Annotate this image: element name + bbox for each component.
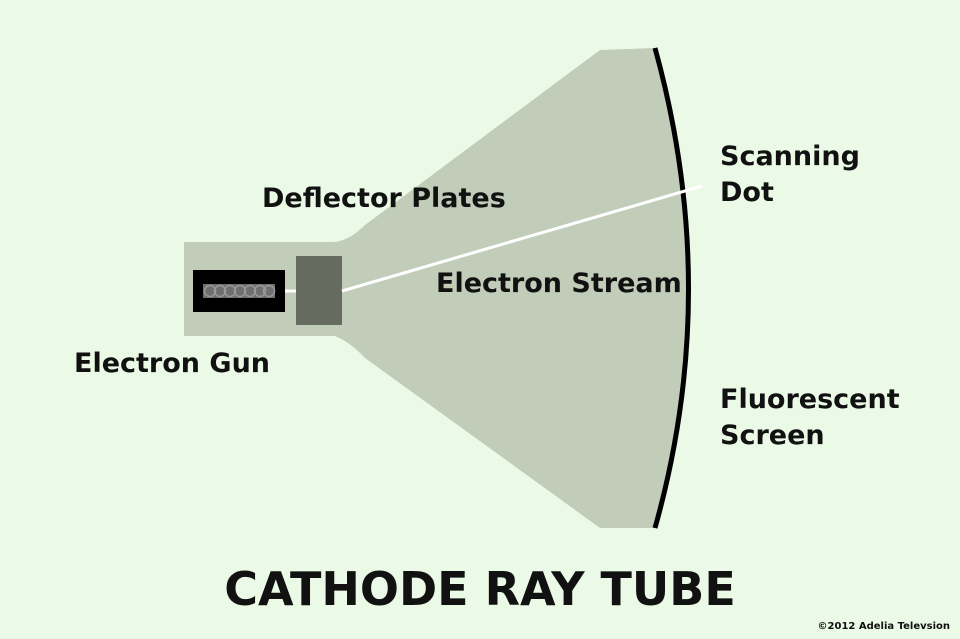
electron-stream (341, 184, 703, 293)
label-scanning-dot: Scanning Dot (720, 139, 860, 211)
coil-loops (203, 284, 276, 298)
electron-gun-coil (203, 284, 275, 298)
label-scanning-dot-line2: Dot (720, 177, 774, 208)
label-fluorescent-line2: Screen (720, 420, 825, 451)
deflector-plates (296, 256, 342, 325)
diagram-title: CATHODE RAY TUBE (224, 562, 736, 616)
label-fluorescent-screen: Fluorescent Screen (720, 382, 900, 454)
fluorescent-screen (652, 47, 691, 529)
label-scanning-dot-line1: Scanning (720, 141, 860, 172)
label-electron-stream: Electron Stream (436, 268, 682, 299)
label-fluorescent-line1: Fluorescent (720, 384, 900, 415)
label-deflector-plates: Deflector Plates (262, 183, 506, 214)
copyright: ©2012 Adelia Televsion (817, 621, 950, 632)
tube-body (184, 48, 687, 528)
label-electron-gun: Electron Gun (74, 348, 271, 379)
